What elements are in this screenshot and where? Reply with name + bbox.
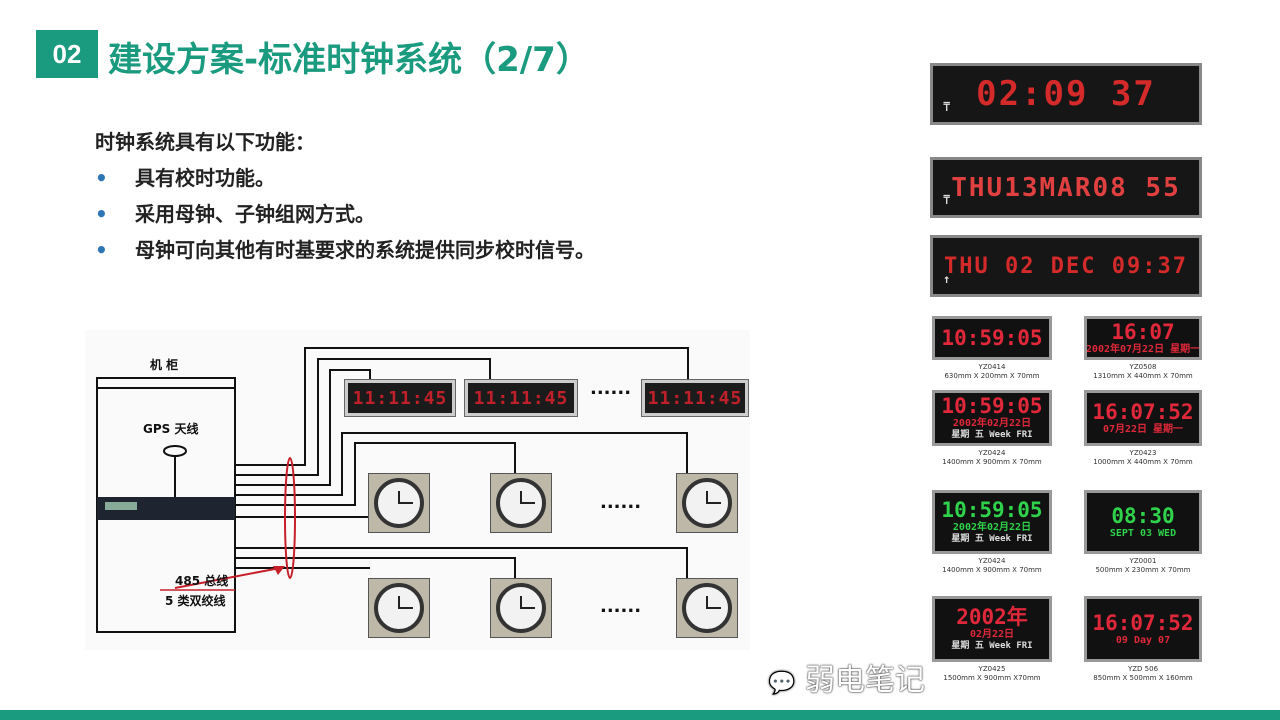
- clock-model-display: 10:59:05: [932, 316, 1052, 360]
- analog-clock-icon: [490, 578, 552, 638]
- display-time: 2002年: [956, 605, 1028, 629]
- bundle-ellipse: [284, 457, 296, 579]
- analog-clock-icon: [676, 473, 738, 533]
- led-panel: ⍑ 02:09 37: [930, 63, 1202, 125]
- led-panel: ⍑THU13MAR08 55: [930, 157, 1202, 218]
- model-size: 500mm X 230mm X 70mm: [1095, 566, 1191, 574]
- display-date: 02月22日: [969, 629, 1015, 640]
- gps-antenna-icon: [163, 445, 187, 457]
- display-date: 07月22日 星期一: [1102, 423, 1184, 435]
- model-number: YZ0424: [978, 557, 1006, 565]
- model-size: 1400mm X 900mm X 70mm: [942, 566, 1042, 574]
- analog-clock-icon: [490, 473, 552, 533]
- analog-clock-icon: [368, 578, 430, 638]
- wechat-icon: 💬: [768, 671, 796, 696]
- model-number: YZ0001: [1129, 557, 1157, 565]
- cabinet-label: 机 柜: [150, 358, 179, 372]
- antenna-icon: ⍑: [943, 100, 953, 114]
- watermark: 💬 弱电笔记: [768, 655, 925, 699]
- model-size: 630mm X 200mm X 70mm: [944, 372, 1040, 380]
- slide-title: 建设方案-标准时钟系统（2/7）: [108, 40, 590, 80]
- model-number: YZ0424: [978, 449, 1006, 457]
- feature-list: 具有校时功能。 采用母钟、子钟组网方式。 母钟可向其他有时基要求的系统提供同步校…: [95, 160, 655, 268]
- display-date: 09 Day 07: [1115, 634, 1171, 646]
- led-slave-clock: 11:11:45: [345, 380, 455, 416]
- display-date: 2002年02月22日: [952, 522, 1032, 533]
- ellipsis: ......: [590, 378, 632, 399]
- analog-clock-icon: [676, 578, 738, 638]
- display-time: 10:59:05: [941, 498, 1043, 522]
- watermark-text: 弱电笔记: [804, 663, 925, 698]
- model-size: 850mm X 500mm X 160mm: [1093, 674, 1193, 682]
- display-time: 08:30: [1111, 503, 1175, 528]
- display-date: SEPT 03 WED: [1109, 527, 1177, 539]
- antenna-icon: ↑: [943, 272, 953, 286]
- model-size: 1310mm X 440mm X 70mm: [1093, 372, 1193, 380]
- diagram-wires: [96, 347, 689, 633]
- model-number: YZD 506: [1127, 665, 1159, 673]
- display-time: 16:07:52: [1092, 399, 1194, 424]
- led-slave-clock: 11:11:45: [642, 380, 748, 416]
- model-number: YZ0425: [978, 665, 1006, 673]
- model-size: 1400mm X 900mm X 70mm: [942, 458, 1042, 466]
- clock-network-diagram: 机 柜 GPS 天线 485 总线 5 类双绞线 11:11:45 11:11:…: [85, 330, 750, 650]
- display-time: 16:07: [1111, 319, 1175, 344]
- display-time: 16:07:52: [1092, 610, 1194, 635]
- panel-text: THU 02 DEC 09:37: [944, 253, 1188, 279]
- model-number: YZ0414: [978, 363, 1006, 371]
- ellipsis: ......: [600, 596, 642, 617]
- bus-label: 485 总线: [175, 574, 229, 588]
- bottom-accent-bar: [0, 710, 1280, 720]
- model-size: 1500mm X 900mm X70mm: [943, 674, 1041, 682]
- analog-clock-icon: [368, 473, 430, 533]
- feature-item: 具有校时功能。: [95, 160, 655, 196]
- display-week: 星期 五 Week FRI: [951, 534, 1033, 544]
- gps-antenna-label: GPS 天线: [143, 422, 199, 436]
- display-week: 星期 五 Week FRI: [951, 430, 1033, 440]
- panel-text: 02:09 37: [976, 74, 1156, 114]
- antenna-icon: ⍑: [943, 193, 953, 207]
- panel-text: THU13MAR08 55: [951, 172, 1181, 203]
- display-time: 10:59:05: [941, 394, 1043, 418]
- cable-label: 5 类双绞线: [165, 594, 226, 608]
- feature-item: 采用母钟、子钟组网方式。: [95, 196, 655, 232]
- pointer-arrow: [174, 567, 281, 589]
- display-date: 2002年07月22日 星期一: [1085, 343, 1201, 355]
- display-date: 2002年02月22日: [952, 418, 1032, 429]
- led-panel: ↑THU 02 DEC 09:37: [930, 235, 1202, 297]
- section-number-badge: 02: [36, 30, 98, 78]
- feature-item: 母钟可向其他有时基要求的系统提供同步校时信号。: [95, 232, 655, 268]
- intro-text: 时钟系统具有以下功能：: [95, 130, 315, 154]
- ellipsis: ......: [600, 492, 642, 513]
- led-slave-clock: 11:11:45: [465, 380, 577, 416]
- model-number: YZ0508: [1129, 363, 1157, 371]
- model-size: 1000mm X 440mm X 70mm: [1093, 458, 1193, 466]
- model-number: YZ0423: [1129, 449, 1157, 457]
- display-week: 星期 五 Week FRI: [951, 641, 1033, 651]
- display-time: 10:59:05: [941, 325, 1043, 350]
